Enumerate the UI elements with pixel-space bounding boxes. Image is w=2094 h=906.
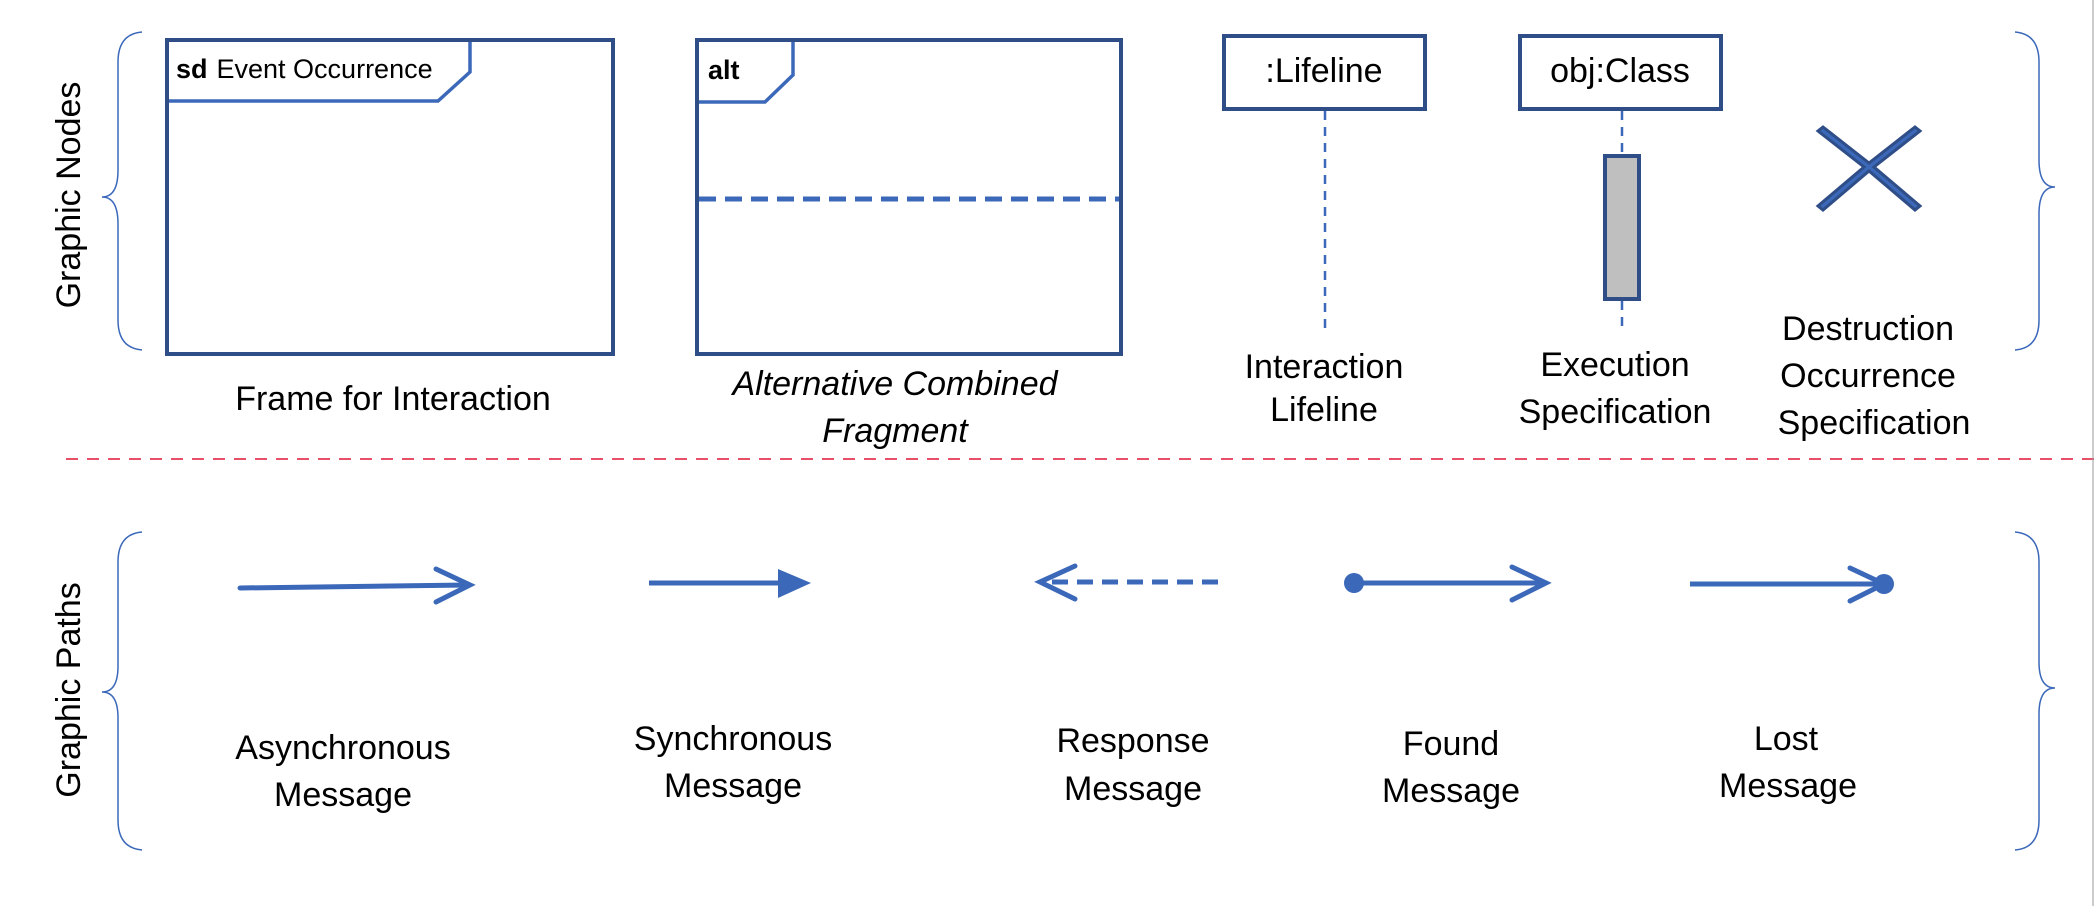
frame-caption: Frame for Interaction	[235, 380, 551, 418]
destruction-caption-line1: Destruction	[1782, 310, 1954, 348]
async-caption-line1: Asynchronous	[235, 729, 450, 767]
found-caption-line2: Message	[1382, 772, 1520, 810]
response-message-arrow	[1034, 563, 1218, 602]
destruction-caption-line2: Occurrence	[1780, 357, 1956, 395]
nodes-left-brace	[101, 31, 143, 351]
graphic-paths-label: Graphic Paths	[50, 582, 88, 797]
alt-keyword: alt	[708, 55, 740, 85]
nodes-right-brace	[2014, 31, 2056, 351]
destruction-caption-line3: Specification	[1778, 404, 1971, 442]
destruction-x-icon	[1815, 125, 1923, 212]
alt-fragment: alt	[695, 38, 1123, 356]
lost-caption-line1: Lost	[1754, 720, 1819, 758]
response-caption-line2: Message	[1064, 770, 1202, 808]
frame-keyword: sd	[176, 54, 208, 84]
execution-box-label: obj:Class	[1550, 52, 1690, 90]
lost-caption-line2: Message	[1719, 767, 1857, 805]
lost-message-arrow	[1690, 565, 1894, 604]
async-caption-line2: Message	[274, 776, 412, 814]
response-caption-line1: Response	[1056, 722, 1209, 760]
frame-name: Event Occurrence	[217, 54, 433, 84]
graphic-nodes-label: Graphic Nodes	[50, 82, 88, 309]
lifeline: :Lifeline	[1222, 34, 1427, 330]
async-message-arrow	[237, 566, 476, 605]
found-caption-line1: Found	[1403, 725, 1499, 763]
execution-caption-line1: Execution	[1540, 346, 1689, 384]
execution-bar	[1603, 154, 1641, 301]
paths-left-brace	[101, 531, 143, 851]
execution-caption-line2: Specification	[1519, 393, 1712, 431]
execution-specification: obj:Class	[1518, 34, 1723, 330]
frame-tag: sd Event Occurrence	[176, 54, 433, 84]
paths-right-brace	[2014, 531, 2056, 851]
alt-caption-line2: Fragment	[822, 412, 969, 450]
interaction-frame: sd Event Occurrence	[165, 38, 615, 356]
sync-caption-line2: Message	[664, 767, 802, 805]
lifeline-box-label: :Lifeline	[1265, 52, 1382, 90]
sync-caption-line1: Synchronous	[634, 720, 832, 758]
lifeline-caption-line2: Lifeline	[1270, 391, 1378, 429]
alt-caption-line1: Alternative Combined	[730, 365, 1058, 403]
lifeline-caption-line1: Interaction	[1245, 348, 1404, 386]
found-message-arrow	[1344, 564, 1552, 603]
sync-message-arrow	[649, 569, 811, 598]
